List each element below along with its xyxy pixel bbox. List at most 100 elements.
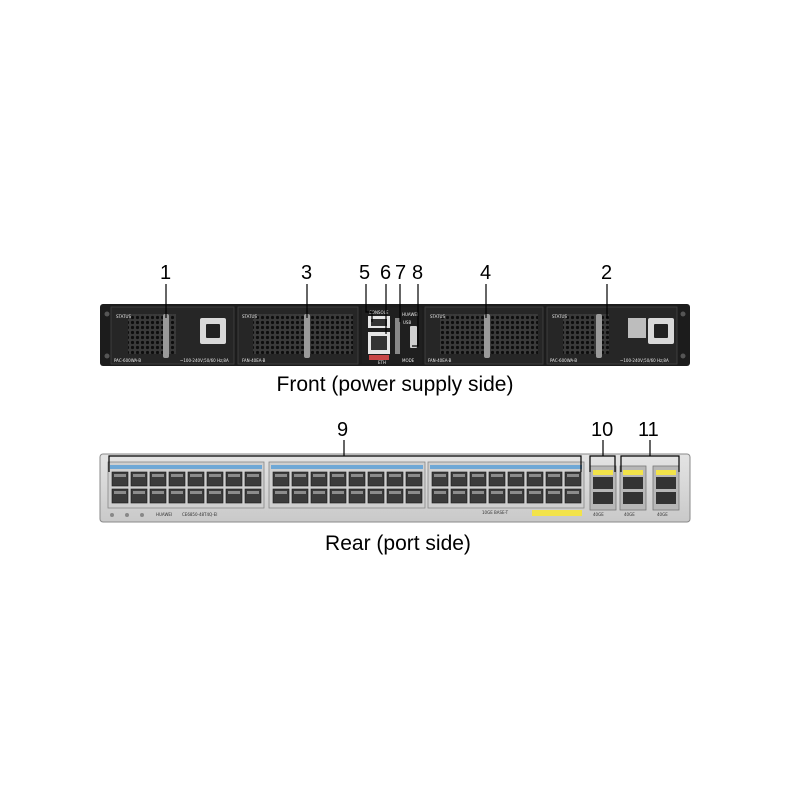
callout-8: 8 [412, 262, 423, 284]
power-switch[interactable] [628, 318, 646, 338]
rj45-port-latch [294, 491, 306, 494]
mount-screw [104, 311, 110, 317]
rj45-port-latch [228, 491, 240, 494]
rj45-port-latch [313, 491, 325, 494]
port-label-strip [271, 465, 423, 469]
psu-handle[interactable] [596, 314, 602, 358]
rj45-port-groups [107, 461, 585, 509]
psu-model-label: PAC-600WA-B [114, 358, 141, 363]
fan-module-left: STATUS FAN-40EA-B [237, 306, 359, 365]
psu-vent [563, 314, 609, 354]
psu-status-label: STATUS [552, 314, 567, 319]
callout-4: 4 [480, 262, 491, 284]
mgmt-label-strip [369, 355, 389, 360]
rj45-port-latch [529, 491, 541, 494]
qsfp-cage[interactable] [593, 492, 613, 504]
console-port-socket [371, 319, 387, 326]
callout-1: 1 [160, 262, 171, 284]
ac-socket [206, 324, 220, 338]
rj45-port-latch [510, 491, 522, 494]
callout-5: 5 [359, 262, 370, 284]
rj45-port-latch [370, 491, 382, 494]
rj45-port-latch [209, 474, 221, 477]
rear-led [140, 513, 144, 517]
rj45-port-latch [491, 474, 503, 477]
front-caption: Front (power supply side) [277, 373, 514, 396]
qsfp-port-10: 40GE [589, 465, 617, 517]
mgmt-brand-label: HUAWEI [402, 312, 418, 317]
rj45-port-latch [171, 474, 183, 477]
fan-handle[interactable] [484, 314, 490, 358]
callout-3: 3 [301, 262, 312, 284]
rj45-port-latch [529, 474, 541, 477]
callout-11: 11 [638, 419, 659, 441]
rj45-port-latch [133, 491, 145, 494]
mount-screw [104, 353, 110, 359]
rj45-port-latch [510, 474, 522, 477]
qsfp-cage[interactable] [656, 492, 676, 504]
rj45-port-latch [133, 474, 145, 477]
mount-screw [680, 311, 686, 317]
eth-port-socket [371, 336, 387, 350]
rear-led [110, 513, 114, 517]
qsfp-label-strip [623, 470, 643, 475]
callout-2: 2 [601, 262, 612, 284]
rj45-port-latch [434, 474, 446, 477]
rj45-port-latch [332, 491, 344, 494]
rj45-port-latch [389, 491, 401, 494]
fan-model-label: FAN-40EA-B [428, 358, 452, 363]
callout-9: 9 [337, 419, 348, 441]
mount-screw [680, 353, 686, 359]
rj45-port-latch [548, 474, 560, 477]
callout-7: 7 [395, 262, 406, 284]
usb-label: USB [403, 320, 411, 325]
qsfp-cage[interactable] [593, 477, 613, 489]
callout-6: 6 [380, 262, 391, 284]
rj45-port-latch [453, 491, 465, 494]
fan-module-right: STATUS FAN-40EA-B [424, 306, 544, 365]
qsfp-cage[interactable] [656, 477, 676, 489]
fan-model-label: FAN-40EA-B [242, 358, 266, 363]
qsfp-ports-11: 40GE 40GE [619, 465, 680, 517]
eth-label: ETH [378, 360, 386, 365]
qsfp-label-strip [656, 470, 676, 475]
rj45-port-latch [275, 474, 287, 477]
rj45-port-latch [275, 491, 287, 494]
rear-yellow-label [532, 510, 582, 516]
rj45-port-latch [351, 474, 363, 477]
front-callouts: 1 3 5 6 7 8 4 2 [160, 262, 612, 347]
rear-led [125, 513, 129, 517]
fan-handle[interactable] [304, 314, 310, 358]
qsfp-port-label: 40GE [657, 512, 668, 517]
qsfp-cage[interactable] [623, 492, 643, 504]
rj45-port-latch [370, 474, 382, 477]
port-label-strip [430, 465, 582, 469]
mode-label: MODE [402, 358, 415, 363]
callout-10: 10 [591, 419, 613, 441]
rj45-port-latch [389, 474, 401, 477]
front-panel: STATUS PAC-600WA-B ~100-240V;50/60 Hz;8A… [100, 304, 690, 366]
status-indicators [395, 318, 400, 354]
psu-handle[interactable] [163, 314, 169, 358]
fan-vent [253, 314, 353, 354]
management-ports: HUAWEI CONSOLE ETH USB MODE [362, 307, 422, 365]
qsfp-cage[interactable] [623, 477, 643, 489]
usb-port[interactable] [410, 326, 417, 348]
rear-port-group-label: 10GE BASE-T [482, 510, 509, 515]
rj45-port-latch [190, 474, 202, 477]
rj45-port-latch [434, 491, 446, 494]
ac-socket [654, 324, 668, 338]
rear-brand-label: HUAWEI [156, 512, 172, 517]
rear-panel: 40GE 40GE 40GE HUAWEI CE6850-48T4Q-EI 10… [99, 453, 691, 523]
rj45-port-latch [548, 491, 560, 494]
rj45-port-latch [332, 474, 344, 477]
psu-model-label: PAC-600WA-B [550, 358, 577, 363]
rj45-port-latch [351, 491, 363, 494]
rj45-port-latch [472, 491, 484, 494]
psu-rating-label: ~100-240V;50/60 Hz;8A [180, 358, 229, 363]
rj45-port-latch [114, 491, 126, 494]
rj45-port-latch [190, 491, 202, 494]
rj45-port-latch [152, 474, 164, 477]
rear-model-label: CE6850-48T4Q-EI [182, 512, 217, 517]
